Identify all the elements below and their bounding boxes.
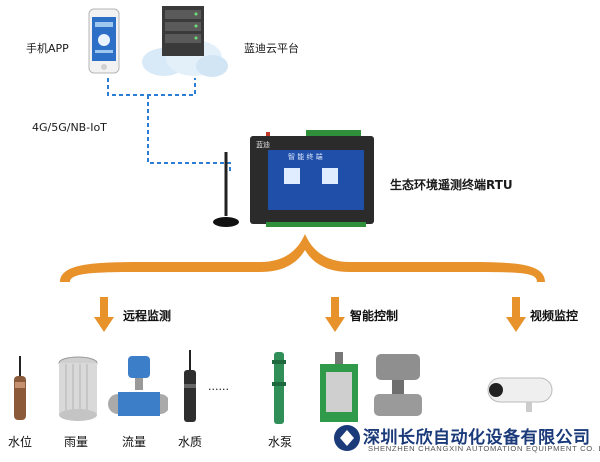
device-water-quality-label: 水质 [178, 435, 203, 449]
phone-app-label: 手机APP [26, 42, 69, 55]
company-name-en: SHENZHEN CHANGXIN AUTOMATION EQUIPMENT C… [368, 444, 600, 453]
device-rain-label: 雨量 [64, 435, 89, 449]
orange-brace [60, 234, 545, 282]
cloud-platform-label: 蓝迪云平台 [244, 42, 299, 55]
arrow-control [325, 297, 345, 332]
water-quality-sensor-icon [180, 350, 200, 424]
company-name-cn: 深圳长欣自动化设备有限公司 [363, 428, 591, 448]
company-logo-icon [333, 422, 361, 454]
phone-icon [88, 8, 120, 74]
phone-cloud-link [107, 78, 196, 96]
rtu-brand: 蓝迪 [256, 141, 270, 149]
cloud-server-icon [138, 4, 230, 80]
category-video-surveillance: 视频监控 [530, 309, 579, 323]
category-smart-control: 智能控制 [350, 309, 399, 323]
rain-gauge-icon [56, 356, 100, 422]
water-pump-icon [268, 352, 290, 426]
device-flow-label: 流量 [122, 435, 147, 449]
water-level-sensor-icon [10, 356, 30, 422]
electric-valve-icon [370, 352, 426, 424]
device-pump-label: 水泵 [268, 435, 293, 449]
category-remote-monitoring: 远程监测 [123, 309, 172, 323]
sluice-gate-icon [318, 352, 360, 424]
antenna-icon [210, 150, 240, 230]
device-more-ellipsis: ...... [208, 380, 229, 393]
arrow-video [506, 297, 526, 332]
flow-meter-icon [108, 356, 170, 422]
network-link [147, 95, 231, 172]
device-water-level-label: 水位 [8, 435, 33, 449]
camera-icon [486, 374, 554, 414]
rtu-device: 蓝迪 智 能 终 端 [246, 130, 378, 228]
arrow-remote [94, 297, 114, 332]
rtu-label: 生态环境遥测终端RTU [390, 178, 513, 192]
rtu-screen-title: 智 能 终 端 [288, 153, 323, 161]
network-label: 4G/5G/NB-IoT [32, 121, 107, 134]
